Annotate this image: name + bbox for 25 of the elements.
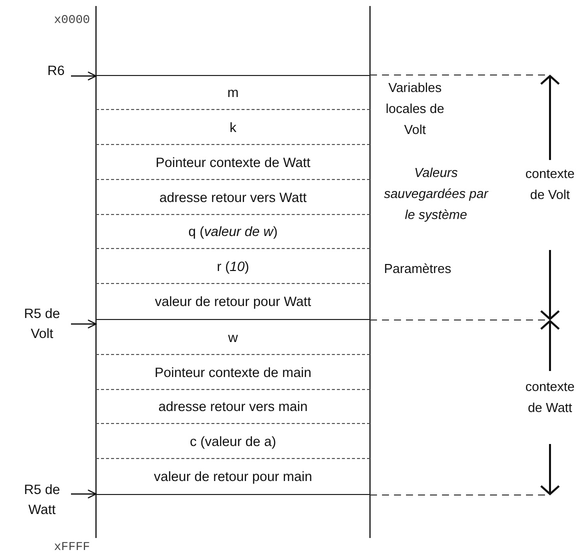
stack-slot-text: r (10): [216, 258, 250, 274]
stack-slot-text: adresse retour vers Watt: [159, 190, 307, 204]
annotation-text: Variables locales de Volt: [384, 79, 446, 139]
stack-slot-text: w: [228, 330, 238, 344]
pointer-arrow: [71, 319, 97, 329]
annotation-text: Valeurs sauvegardées par le système: [382, 164, 490, 224]
address-label: xFFFF: [52, 539, 90, 556]
stack-slot-text: Pointeur contexte de Watt: [156, 154, 310, 170]
register-label: R5 de Volt: [16, 304, 68, 344]
context-label: contexte de Volt: [524, 165, 576, 204]
stack-slot-text: m: [227, 85, 239, 100]
stack-slot-text: valeur de retour pour Watt: [154, 294, 312, 309]
register-label: R6: [44, 61, 68, 81]
annotation-text: Paramètres: [384, 260, 452, 278]
stack-slot-text: adresse retour vers main: [158, 399, 308, 414]
stack-slot-text: c (valeur de a): [190, 434, 276, 448]
pointer-arrow: [71, 489, 97, 499]
context-label: contexte de Watt: [524, 378, 576, 417]
stack-slot-text: k: [230, 120, 236, 134]
address-label: x0000: [52, 12, 90, 29]
stack-slot-text: q (valeur de w): [188, 224, 278, 239]
stack-slot-text: Pointeur contexte de main: [154, 364, 312, 380]
register-label: R5 de Watt: [16, 480, 68, 520]
stack-slot-text: valeur de retour pour main: [154, 469, 312, 484]
pointer-arrow: [71, 71, 97, 81]
